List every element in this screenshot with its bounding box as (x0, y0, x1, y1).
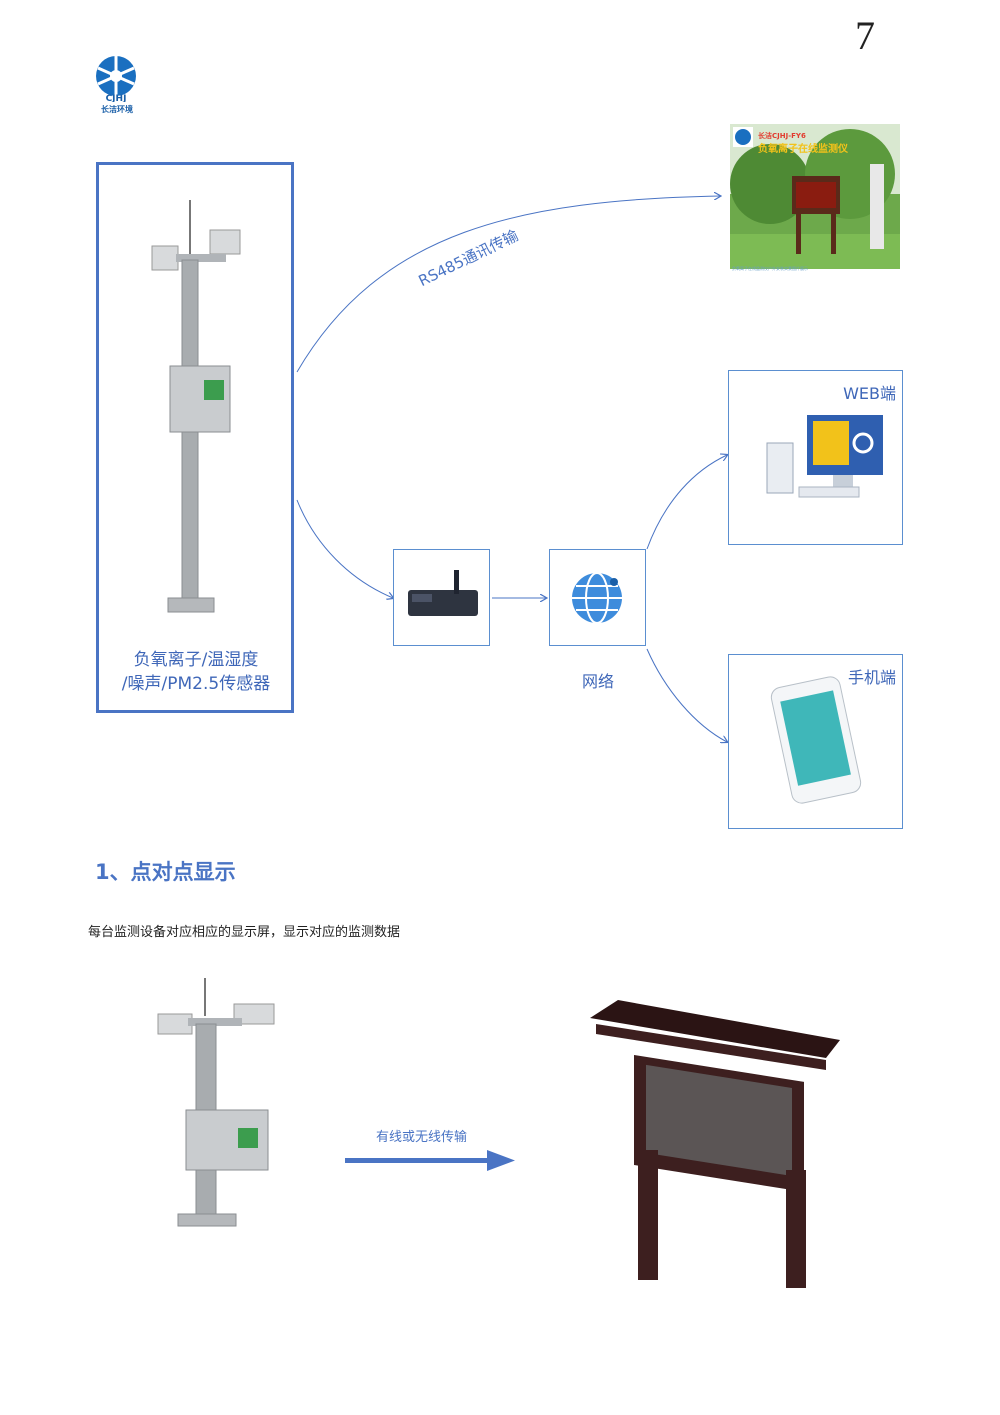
section-title: 1、点对点显示 (95, 860, 236, 884)
transfer-label: 有线或无线传输 (376, 1130, 468, 1145)
mobile-label: 手机端 (847, 668, 896, 687)
led-display-board (590, 1000, 850, 1290)
mobile-arrow (646, 648, 727, 742)
dtu-arrow (296, 499, 393, 598)
desktop-computer-icon (766, 415, 883, 498)
web-arrow (646, 455, 727, 550)
logo-name: 长洁环境 (101, 105, 133, 114)
sensor-caption: 负氧离子/温湿度 /噪声/PM2.5传感器 (100, 648, 292, 696)
company-logo: CJHJ (94, 54, 138, 116)
globe-icon (572, 572, 622, 624)
display-photo: 长洁CJHJ-FY6 负氧离子在线监测仪 (730, 124, 900, 269)
photo-title: 负氧离子在线监测仪 (758, 142, 849, 155)
transfer-arrow (345, 1148, 520, 1174)
logo-abbr: CJHJ (106, 94, 127, 102)
rs485-arrow (296, 196, 720, 373)
photo-caption: 负氧离子在线监测仪户外安装实景图片展示 (732, 266, 808, 271)
sensor-pole-illustration (140, 200, 250, 620)
section-description: 每台监测设备对应相应的显示屏，显示对应的监测数据 (88, 925, 401, 940)
page-number: 7 (855, 13, 875, 58)
web-client-box (728, 370, 903, 545)
sensor-caption-line2: /噪声/PM2.5传感器 (121, 674, 271, 694)
network-label: 网络 (581, 672, 614, 691)
dtu-device-icon (408, 570, 478, 616)
web-label: WEB端 (843, 384, 896, 403)
sensor-pole-illustration-lower (150, 978, 290, 1228)
sensor-station-box (96, 162, 294, 713)
dtu-module-box (393, 549, 490, 646)
network-box (549, 549, 646, 646)
sensor-caption-line1: 负氧离子/温湿度 (133, 650, 259, 670)
mobile-client-box (728, 654, 903, 829)
smartphone-icon (770, 676, 862, 804)
photo-brand: 长洁CJHJ-FY6 (758, 131, 806, 140)
topology-connectors (296, 0, 1000, 850)
